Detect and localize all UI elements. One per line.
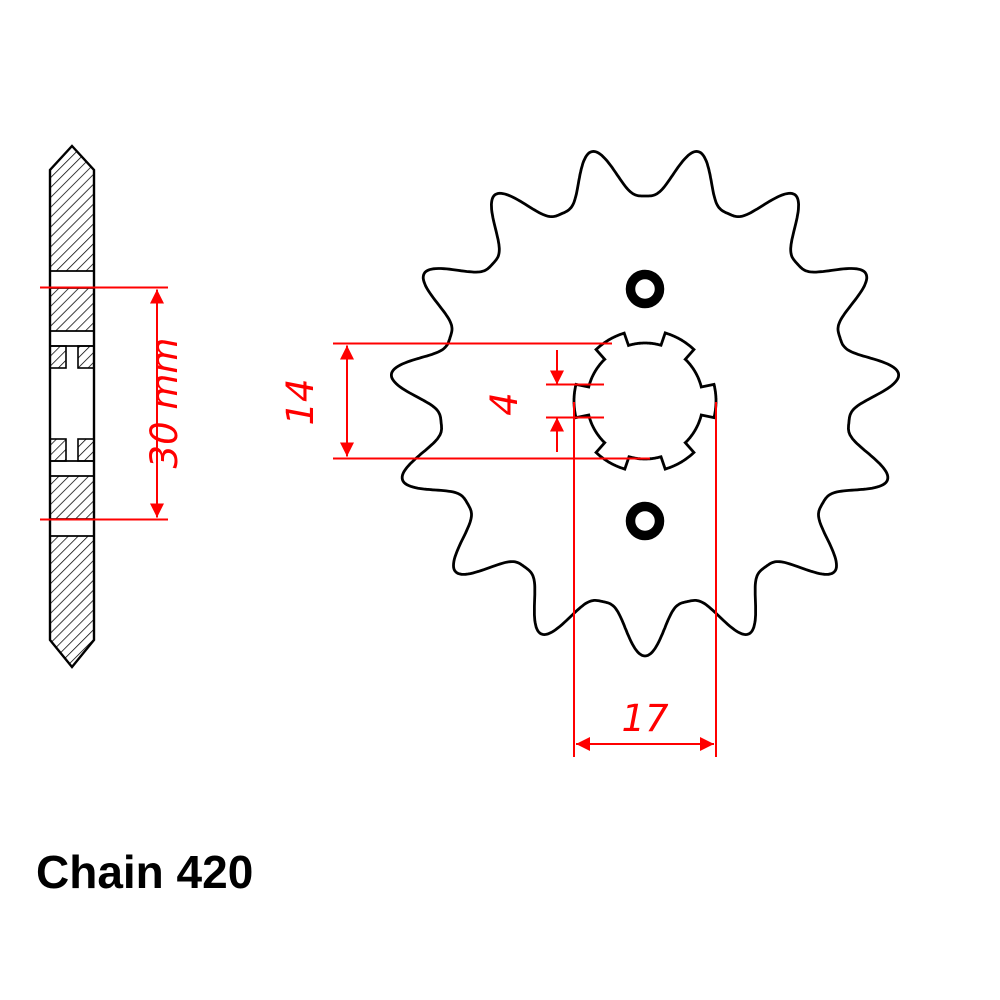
dimension-17: 17 bbox=[573, 402, 717, 757]
side-view bbox=[48, 144, 96, 669]
hub-block bbox=[49, 345, 67, 369]
lightening-hole-top bbox=[625, 269, 665, 309]
side-view-outline bbox=[48, 144, 96, 669]
spline-bore-outline bbox=[572, 331, 718, 471]
hub-block bbox=[49, 438, 67, 462]
dim-label-4: 4 bbox=[483, 392, 526, 416]
side-view-gap bbox=[50, 331, 94, 346]
side-view-gap bbox=[50, 519, 94, 536]
dim-label-30mm: 30 mm bbox=[143, 338, 186, 469]
dimension-14: 14 bbox=[279, 342, 650, 460]
dim-label-17: 17 bbox=[621, 697, 669, 740]
chain-size-label: Chain 420 bbox=[36, 846, 253, 898]
hub-block bbox=[77, 438, 95, 462]
side-view-gap bbox=[50, 271, 94, 288]
front-view bbox=[390, 149, 900, 658]
side-view-gap bbox=[50, 461, 94, 476]
hub-block bbox=[77, 345, 95, 369]
dimension-30mm: 30 mm bbox=[40, 286, 186, 521]
dimensions: 30 mm 14 4 17 bbox=[40, 286, 717, 757]
lightening-hole-bottom bbox=[625, 501, 665, 541]
dimension-4: 4 bbox=[483, 350, 604, 452]
dim-label-14: 14 bbox=[279, 378, 322, 425]
